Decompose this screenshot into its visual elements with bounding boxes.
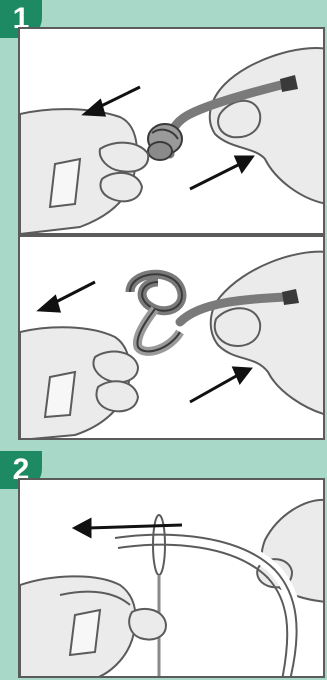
step-1-panel-bottom: [18, 235, 325, 440]
step-2-panel: [18, 478, 325, 678]
left-thumb: [100, 173, 142, 201]
left-thumb: [96, 381, 138, 411]
step-2-illustration: [20, 480, 325, 678]
arrow-left-up: [40, 282, 95, 311]
left-fingernail: [70, 610, 100, 655]
arrow-right-up: [190, 157, 252, 189]
step-1-top-illustration: [20, 29, 325, 235]
arrow-left-up: [85, 87, 140, 115]
step-1-panel-top: [18, 27, 325, 235]
loose-knot: [130, 274, 182, 351]
right-thumb: [215, 308, 260, 346]
step-1-bottom-illustration: [20, 237, 325, 440]
knot: [148, 124, 182, 160]
left-fingernail: [50, 159, 80, 207]
arrow-right-up: [190, 368, 250, 402]
left-fingernail: [45, 372, 75, 417]
left-thumb: [129, 609, 166, 640]
